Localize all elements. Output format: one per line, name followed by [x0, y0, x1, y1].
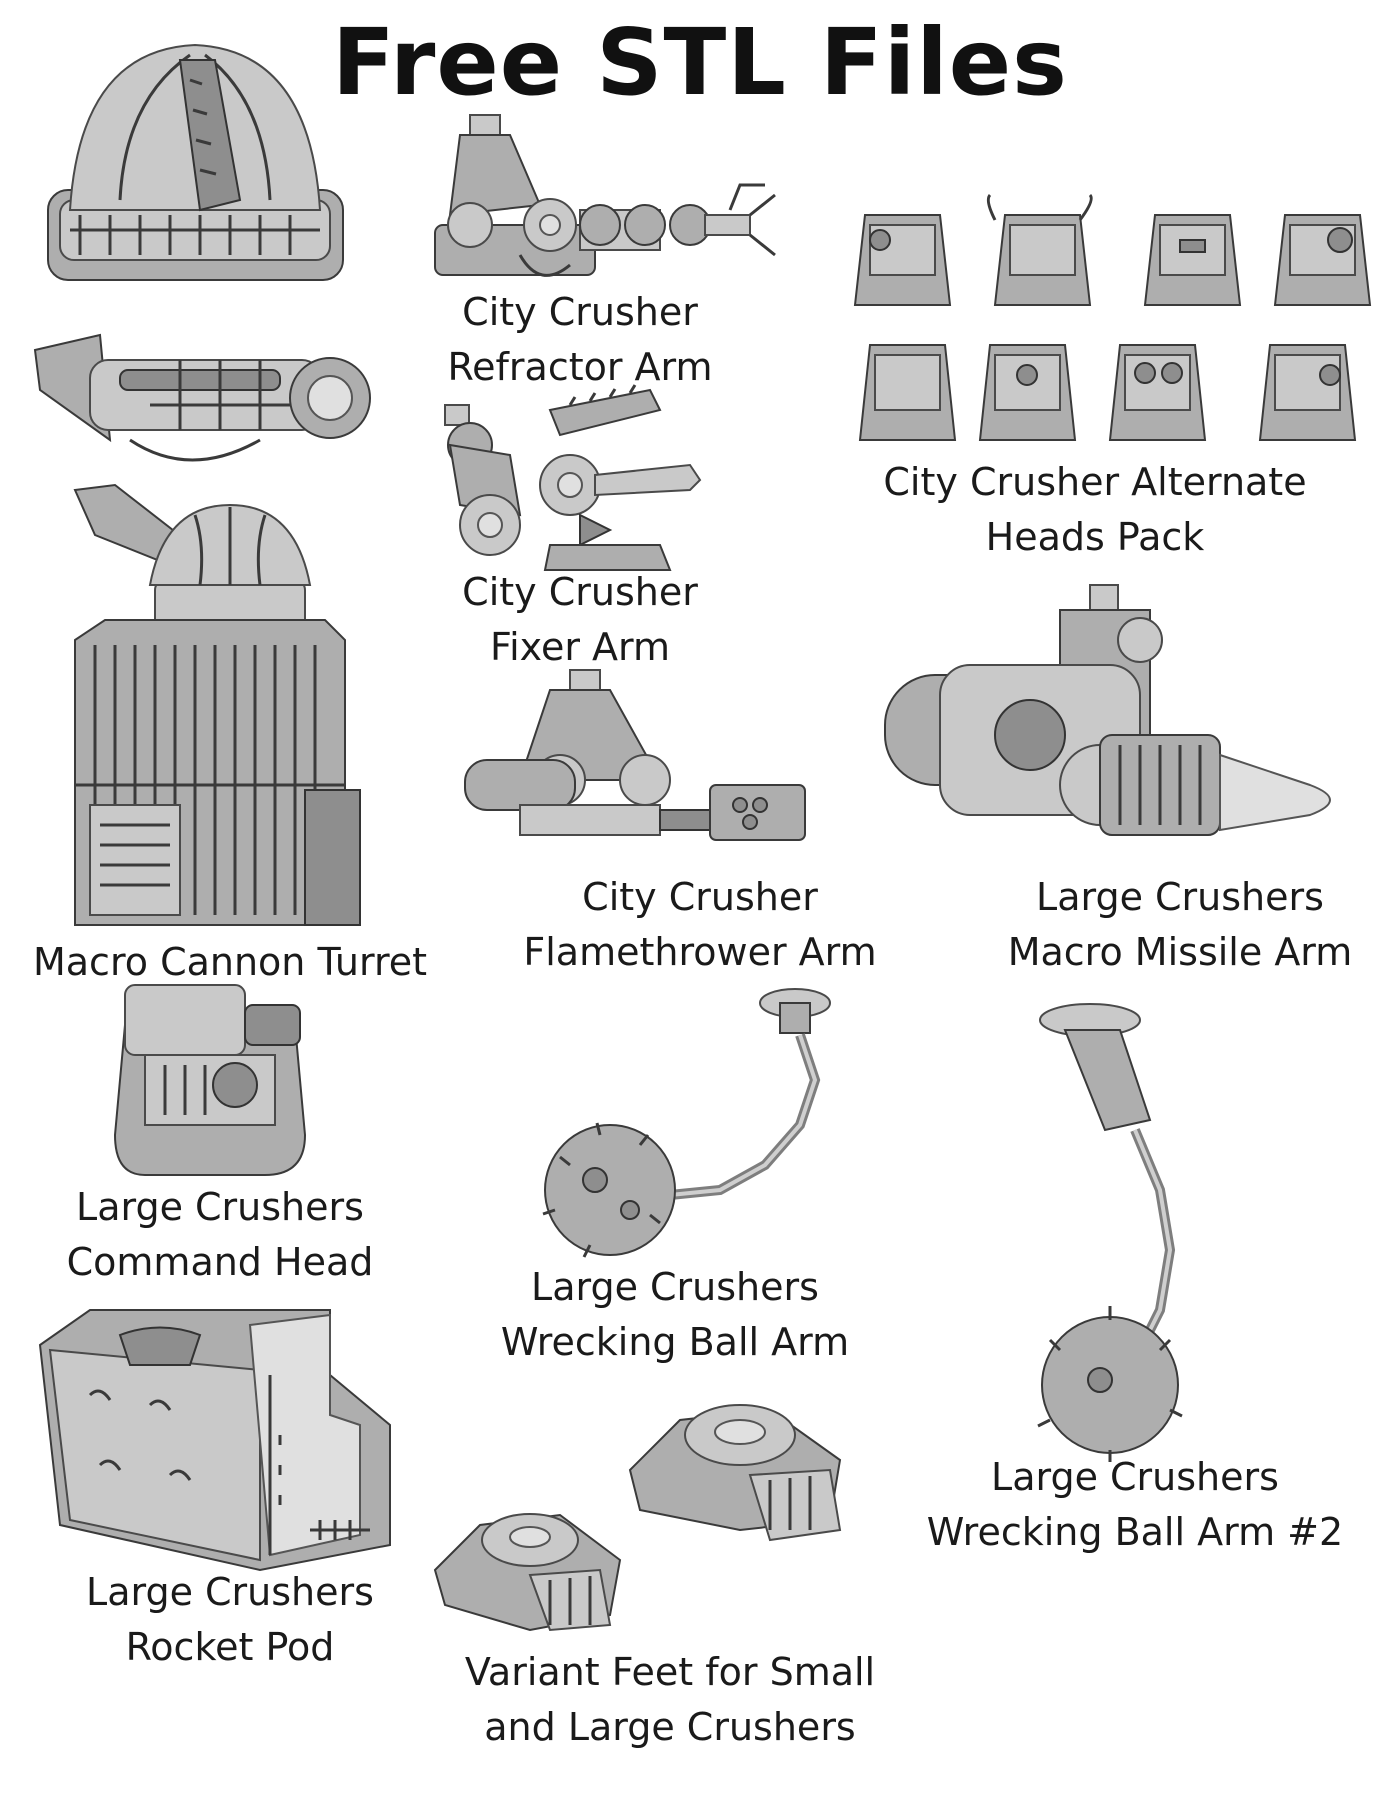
wrecking-ball-arm-label: Large Crushers Wrecking Ball Arm	[500, 1265, 850, 1364]
refractor-arm-model-image	[434, 114, 776, 277]
fixer-arm-label: City Crusher Fixer Arm	[462, 570, 698, 669]
command-head-model-image	[113, 984, 307, 1176]
variant-feet-label: Variant Feet for Small and Large Crusher…	[464, 1650, 876, 1749]
refractor-arm-label: City Crusher Refractor Arm	[447, 290, 713, 389]
macro-missile-arm-model-image	[884, 584, 1331, 836]
rocket-pod-label: Large Crushers Rocket Pod	[86, 1570, 374, 1669]
alternate-heads-pack-model-image	[853, 193, 1372, 441]
fixer-arm-model-image	[444, 384, 702, 571]
variant-feet-model-image	[433, 1404, 842, 1632]
wrecking-ball-arm-2-label: Large Crushers Wrecking Ball Arm #2	[926, 1455, 1344, 1554]
wrecking-ball-arm-2-model-image	[1037, 1003, 1183, 1462]
flamethrower-arm-model-image	[464, 669, 806, 841]
wrecking-ball-arm-model-image	[542, 988, 831, 1258]
cannon-barrel-model-image	[33, 333, 371, 462]
macro-cannon-turret-model-image	[73, 483, 361, 926]
flamethrower-arm-label: City Crusher Flamethrower Arm	[523, 875, 877, 974]
command-head-label: Large Crushers Command Head	[66, 1185, 374, 1284]
rocket-pod-model-image	[38, 1309, 391, 1572]
macro-missile-arm-label: Large Crushers Macro Missile Arm	[1007, 875, 1353, 974]
alternate-heads-pack-label: City Crusher Alternate Heads Pack	[883, 460, 1307, 559]
page-title: Free STL Files	[332, 9, 1068, 116]
dome-model-image	[47, 43, 344, 281]
macro-cannon-turret-label: Macro Cannon Turret	[32, 940, 428, 984]
